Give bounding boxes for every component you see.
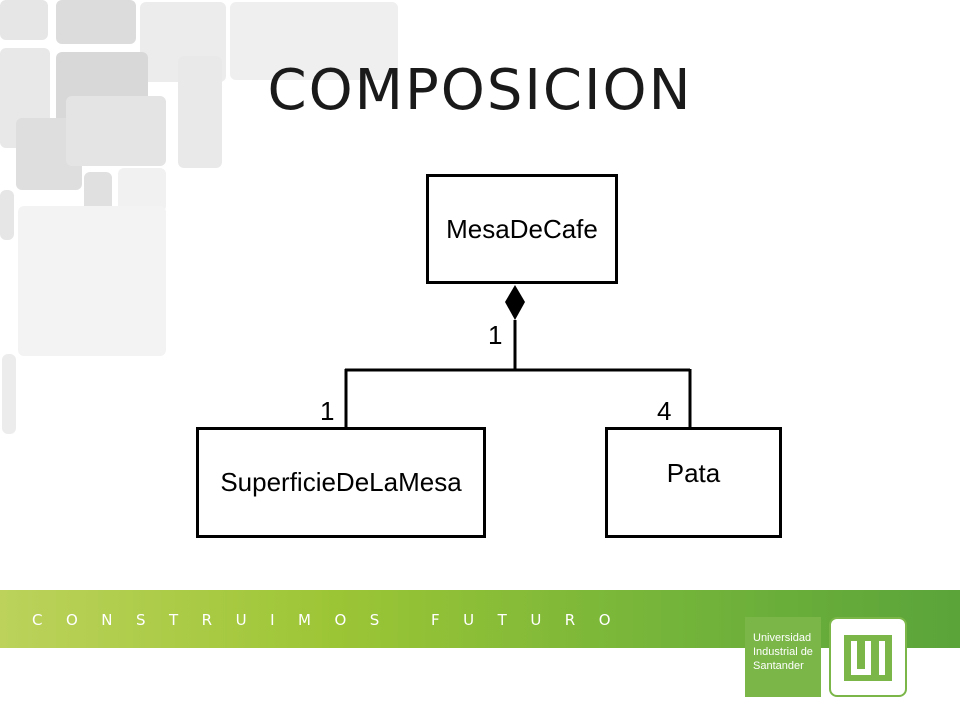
logo-line: Santander xyxy=(753,660,804,672)
deco-square xyxy=(178,56,222,168)
deco-square xyxy=(2,354,16,434)
multiplicity-left: 1 xyxy=(320,396,335,426)
deco-square xyxy=(118,168,166,212)
class-box-superficiedelamesa: SuperficieDeLaMesa xyxy=(196,427,486,538)
slide-title: COMPOSICION xyxy=(267,58,693,123)
class-name: SuperficieDeLaMesa xyxy=(220,467,462,497)
class-name: Pata xyxy=(666,458,721,488)
multiplicity-whole: 1 xyxy=(488,320,503,350)
deco-square xyxy=(0,190,14,240)
deco-square xyxy=(66,96,166,166)
deco-square xyxy=(56,0,136,44)
multiplicity-right: 4 xyxy=(657,396,672,426)
uis-seal-icon xyxy=(829,617,907,697)
footer-tagline: CONSTRUIMOS FUTURO xyxy=(32,611,635,629)
class-box-mesadecafe: MesaDeCafe xyxy=(426,174,618,284)
logo-line: Universidad xyxy=(753,632,812,644)
deco-square xyxy=(0,0,48,40)
class-box-pata: Pata xyxy=(605,427,782,538)
university-logo: Universidad Industrial de Santander xyxy=(745,617,821,697)
deco-square xyxy=(230,2,398,80)
composition-diamond xyxy=(505,285,525,320)
deco-square xyxy=(18,206,166,356)
class-name: MesaDeCafe xyxy=(446,213,598,244)
logo-line: Industrial de xyxy=(753,646,813,658)
